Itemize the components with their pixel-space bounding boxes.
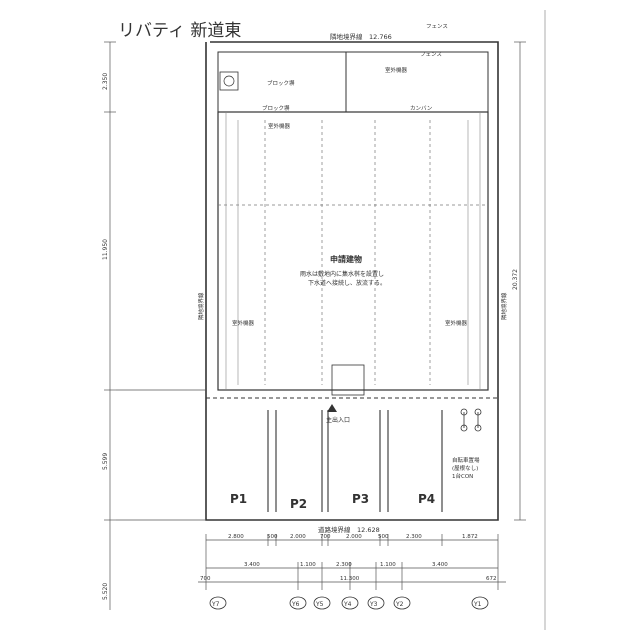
bicycle-icons: [460, 408, 482, 432]
parking-stalls: [267, 410, 443, 512]
handwritten-title: リバティ 新道東: [118, 21, 241, 41]
bicycle-label-2: (屋根なし): [452, 464, 478, 472]
drainage-note-1: 雨水は敷地内に集水桝を設置し: [300, 270, 384, 278]
bicycle-label-1: 自転車置場: [452, 456, 480, 464]
dim-right: 20.372: [512, 269, 519, 290]
outdoor-unit-3: 室外機器: [268, 122, 291, 130]
svg-text:11.300: 11.300: [340, 576, 360, 582]
svg-text:672: 672: [486, 576, 497, 582]
outdoor-unit-4: 室外機器: [385, 66, 408, 74]
svg-text:Y4: Y4: [343, 601, 352, 608]
grid-references: Y7 Y6 Y5 Y4 Y3 Y2 Y1: [209, 596, 489, 610]
entrance-label: 主出入口: [326, 416, 350, 424]
parking-label-3: P3: [352, 492, 369, 506]
outdoor-unit-1: 室外機器: [232, 319, 255, 327]
svg-text:700: 700: [320, 534, 331, 540]
svg-text:1.872: 1.872: [462, 534, 478, 540]
svg-text:3.400: 3.400: [244, 562, 260, 568]
svg-text:Y3: Y3: [369, 601, 378, 608]
fence-label-1: フェンス: [420, 51, 442, 58]
svg-text:Y2: Y2: [395, 601, 404, 608]
svg-text:2.000: 2.000: [290, 534, 306, 540]
svg-text:700: 700: [200, 576, 211, 582]
svg-text:Y5: Y5: [315, 601, 324, 608]
building-outline: [217, 111, 489, 391]
svg-text:2.300: 2.300: [336, 562, 352, 568]
svg-text:1.100: 1.100: [300, 562, 316, 568]
svg-text:3.400: 3.400: [432, 562, 448, 568]
interior-partitions: [218, 120, 488, 385]
left-boundary-label: 隣地境界線: [197, 292, 205, 320]
bottom-boundary-label: 道路境界線 12.628: [318, 525, 380, 534]
parking-label-2: P2: [290, 497, 307, 511]
bicycle-label-3: 1台CON: [452, 472, 473, 480]
applied-building-label: 申請建物: [330, 254, 362, 264]
drainage-note-2: 下水道へ接続し、放流する。: [308, 279, 386, 287]
dim-row-2: 3.400 1.100 2.300 1.100 3.400: [244, 562, 448, 568]
svg-text:500: 500: [378, 534, 389, 540]
svg-text:500: 500: [267, 534, 278, 540]
block-wall-label-2: ブロック塀: [262, 104, 290, 112]
fence-label-2: フェンス: [426, 23, 448, 30]
dim-row-3: 700 11.300 672: [200, 576, 497, 582]
entrance-arrow-icon: [327, 404, 337, 412]
dim-left-top: 2.350: [102, 73, 109, 90]
dim-left-mid: 11.950: [102, 239, 109, 260]
svg-text:Y6: Y6: [291, 601, 300, 608]
svg-text:Y1: Y1: [473, 601, 482, 608]
svg-text:2.300: 2.300: [406, 534, 422, 540]
equipment-circle: [223, 75, 235, 87]
svg-text:1.100: 1.100: [380, 562, 396, 568]
side-dimension-lines: [104, 41, 526, 610]
top-boundary-label: 隣地境界線 12.766: [330, 32, 392, 41]
wall-lines: [225, 112, 481, 390]
right-boundary-label: 隣地境界線: [500, 292, 508, 320]
svg-text:2.000: 2.000: [346, 534, 362, 540]
dim-row-1: 2.800 500 2.000 700 2.000 500 2.300 1.87…: [228, 534, 478, 540]
entrance-porch: [331, 364, 365, 396]
dim-left-lower: 5.599: [102, 453, 109, 470]
outdoor-unit-2: 室外機器: [445, 319, 468, 327]
site-boundary: [205, 41, 499, 521]
block-wall-label-1: ブロック塀: [267, 79, 295, 87]
equipment-box: [219, 71, 239, 91]
bottom-dimension-lines: [198, 534, 506, 590]
parking-label-1: P1: [230, 492, 247, 506]
dim-left-bottom: 5.520: [102, 583, 109, 600]
svg-text:Y7: Y7: [211, 601, 220, 608]
svg-text:2.800: 2.800: [228, 534, 244, 540]
annex-right: [345, 51, 489, 113]
parking-label-4: P4: [418, 492, 435, 506]
kanpan-label: カンバン: [410, 105, 433, 112]
